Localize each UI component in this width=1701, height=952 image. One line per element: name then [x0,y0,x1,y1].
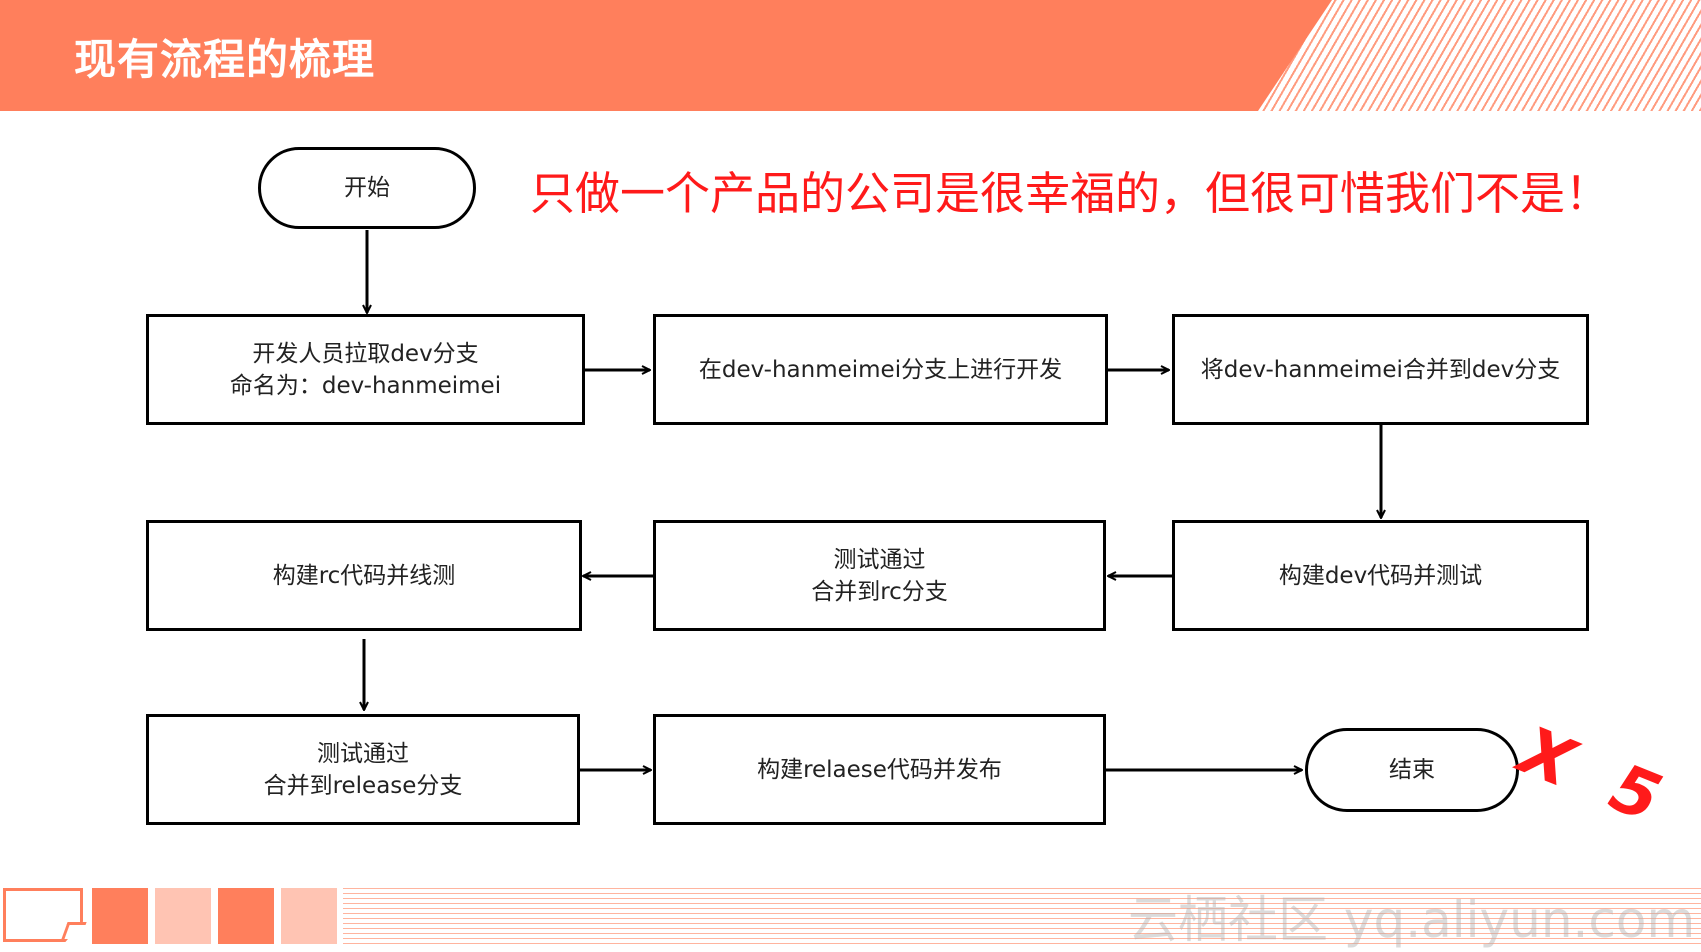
footer-square-1 [92,888,148,944]
step-merge-to-rc-label: 测试通过 合并到rc分支 [811,546,948,605]
header-stripes [1258,0,1701,111]
step-build-dev-test-label: 构建dev代码并测试 [1278,562,1483,589]
step-pull-dev-branch-label: 开发人员拉取dev分支 命名为：dev-hanmeimei [229,340,502,399]
step-merge-to-release: 测试通过 合并到release分支 [146,714,580,825]
step-develop-on-branch: 在dev-hanmeimei分支上进行开发 [653,314,1108,425]
step-build-release-publish-label: 构建relaese代码并发布 [757,756,1002,783]
footer-square-2 [155,888,211,944]
step-merge-to-rc: 测试通过 合并到rc分支 [653,520,1106,631]
footer-square-4 [281,888,337,944]
step-build-rc-test: 构建rc代码并线测 [146,520,582,631]
watermark-text: 云栖社区 yq.aliyun.com [1128,891,1696,949]
note-icon [3,888,83,942]
step-build-release-publish: 构建relaese代码并发布 [653,714,1106,825]
footer-square-3 [218,888,274,944]
start-node: 开始 [258,147,476,229]
step-build-rc-test-label: 构建rc代码并线测 [272,562,456,589]
page-title: 现有流程的梳理 [74,35,376,84]
step-merge-to-release-label: 测试通过 合并到release分支 [263,740,463,799]
end-label: 结束 [1389,757,1435,783]
step-develop-on-branch-label: 在dev-hanmeimei分支上进行开发 [698,356,1063,383]
step-pull-dev-branch: 开发人员拉取dev分支 命名为：dev-hanmeimei [146,314,585,425]
step-merge-to-dev: 将dev-hanmeimei合并到dev分支 [1172,314,1589,425]
step-build-dev-test: 构建dev代码并测试 [1172,520,1589,631]
start-label: 开始 [344,175,390,201]
end-node: 结束 [1305,728,1519,812]
footer-stripes [343,888,1701,945]
slogan-text: 只做一个产品的公司是很幸福的，但很可惜我们不是！ [530,167,1611,220]
step-merge-to-dev-label: 将dev-hanmeimei合并到dev分支 [1200,356,1561,383]
